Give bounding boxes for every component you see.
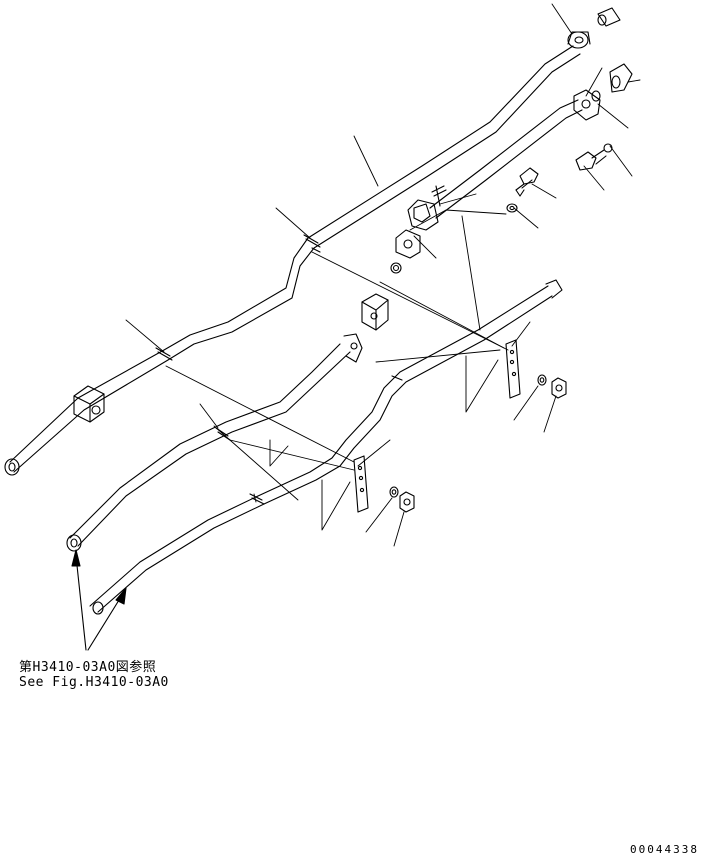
arrow-head-1 — [71, 549, 81, 567]
reference-arrows — [71, 549, 127, 651]
arrow-head-2 — [115, 587, 127, 605]
split-flange — [573, 89, 601, 121]
flange-plate — [395, 229, 421, 259]
washer-lower — [389, 486, 399, 498]
pipe-end-fitting-left — [4, 458, 20, 476]
leader-lines — [125, 3, 641, 547]
pipe-middle — [66, 333, 363, 552]
o-ring-top — [591, 90, 601, 102]
bracket-lower — [353, 455, 369, 513]
hose-cap-top — [597, 7, 621, 27]
washer-bolt-1 — [506, 203, 518, 213]
washer-right — [537, 374, 547, 386]
nut-lower — [399, 491, 415, 513]
elbow-fitting — [407, 185, 447, 231]
clamp-block — [73, 385, 105, 423]
pipe-upper-second — [429, 89, 601, 219]
pipe-lower-right — [89, 279, 563, 615]
hose-flange-top — [609, 63, 633, 93]
pipe-end-fitting-right — [545, 279, 563, 299]
bolt-2 — [575, 149, 607, 171]
adapter-block — [361, 293, 389, 331]
pipe-upper-long — [4, 31, 591, 476]
drawing-number: 00044338 — [630, 843, 699, 856]
pipe-end-fitting-lower — [92, 601, 104, 615]
nut-right — [551, 377, 567, 399]
o-ring — [390, 262, 402, 274]
bracket-right — [505, 339, 521, 399]
pipe-end-flange — [567, 31, 591, 49]
flange-middle — [343, 333, 363, 363]
reference-note-english: See Fig.H3410-03A0 — [19, 675, 169, 690]
pipe-band — [155, 234, 321, 361]
washer-bolt-2 — [603, 143, 613, 153]
pipe-end-fitting-middle — [66, 534, 82, 552]
bolt-1 — [515, 167, 539, 197]
reference-note-japanese: 第H3410-03A0図参照 — [19, 660, 157, 675]
